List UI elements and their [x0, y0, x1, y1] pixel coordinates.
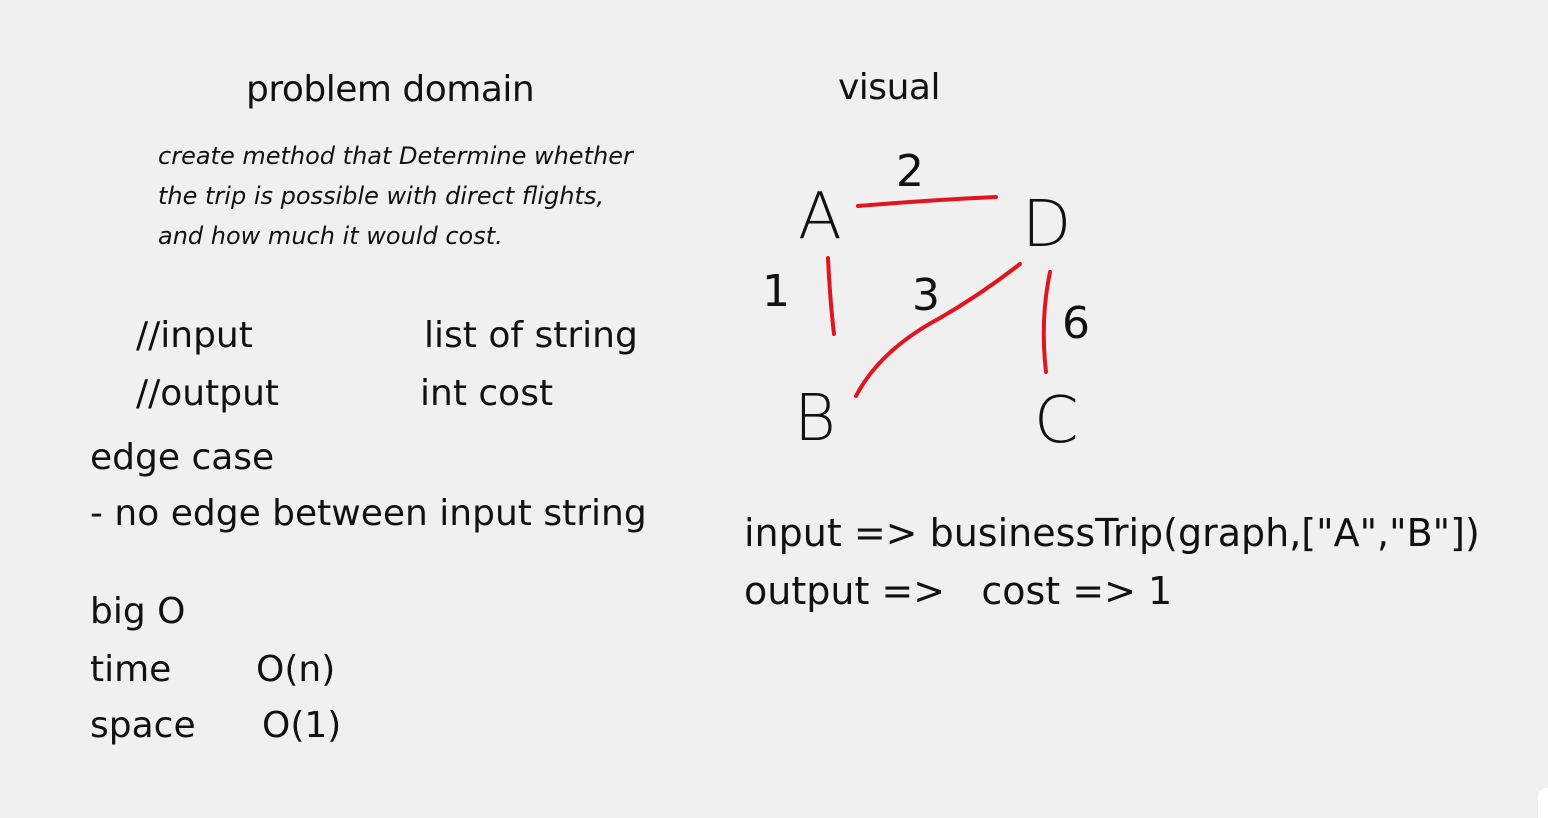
edge-d-b: [854, 262, 1022, 398]
time-label: time: [90, 649, 172, 690]
big-o-heading: big O: [90, 591, 186, 632]
canvas-corner: [1538, 788, 1548, 818]
weight-a-d: 2: [896, 146, 924, 197]
problem-domain-heading: problem domain: [246, 69, 535, 110]
edge-case-item: - no edge between input string: [90, 493, 647, 534]
weight-d-b: 3: [912, 270, 940, 321]
visual-heading: visual: [838, 67, 940, 108]
example-output: output => cost => 1: [744, 569, 1173, 613]
node-b: B: [794, 382, 836, 456]
weight-d-c: 6: [1062, 298, 1090, 349]
edge-case-heading: edge case: [90, 437, 275, 478]
node-c: C: [1034, 384, 1079, 458]
weight-a-b: 1: [762, 266, 790, 317]
problem-description-line-1: create method that Determine whether: [158, 142, 633, 170]
problem-description-line-3: and how much it would cost.: [158, 222, 503, 250]
node-d: D: [1022, 188, 1071, 262]
input-label: //input: [136, 315, 253, 356]
example-input: input => businessTrip(graph,["A","B"]): [744, 511, 1480, 555]
problem-description-line-2: the trip is possible with direct flights…: [158, 182, 604, 210]
space-label: space: [90, 705, 196, 746]
edge-a-b: [826, 256, 836, 336]
space-value: O(1): [262, 705, 342, 746]
node-a: A: [798, 180, 842, 254]
edge-d-c: [1041, 270, 1052, 374]
edge-a-d: [856, 195, 998, 208]
output-label: //output: [136, 373, 279, 414]
output-value: int cost: [420, 373, 554, 414]
time-value: O(n): [256, 649, 336, 690]
input-value: list of string: [424, 315, 638, 356]
